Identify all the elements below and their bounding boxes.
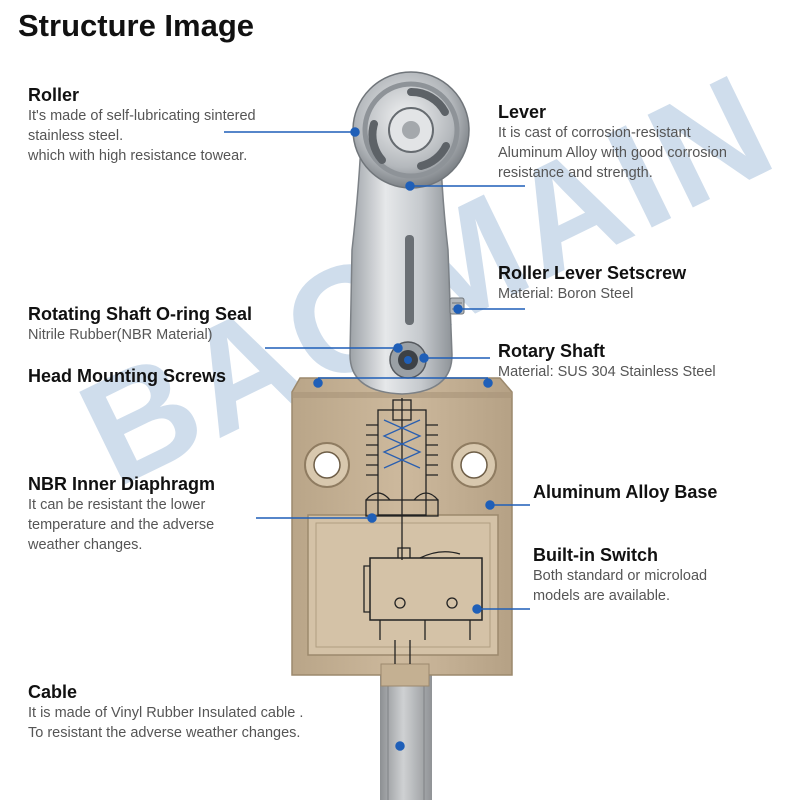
callout-description: Both standard or microload models are av… xyxy=(533,568,708,604)
callout-description: It is made of Vinyl Rubber Insulated cab… xyxy=(28,705,304,741)
callout-nbr-diaphragm: NBR Inner Diaphragm It can be resistant … xyxy=(28,473,288,555)
callout-roller: Roller It's made of self-lubricating sin… xyxy=(28,84,328,166)
callout-heading: NBR Inner Diaphragm xyxy=(28,474,216,494)
callout-built-in-switch: Built-in Switch Both standard or microlo… xyxy=(533,544,793,606)
callout-cable: Cable It is made of Vinyl Rubber Insulat… xyxy=(28,681,368,743)
callout-description: It is cast of corrosion-resistant Alumin… xyxy=(498,125,727,181)
callout-rotary-shaft: Rotary Shaft Material: SUS 304 Stainless… xyxy=(498,340,793,382)
leader-lines xyxy=(224,127,530,751)
roller xyxy=(352,71,470,189)
callout-heading: Roller Lever Setscrew xyxy=(498,263,687,283)
callout-setscrew: Roller Lever Setscrew Material: Boron St… xyxy=(498,262,793,304)
callout-heading: Head Mounting Screws xyxy=(28,366,227,386)
callout-lever: Lever It is cast of corrosion-resistant … xyxy=(498,101,788,183)
internal-schematic xyxy=(363,398,483,664)
callout-heading: Built-in Switch xyxy=(533,545,658,565)
callout-heading: Rotary Shaft xyxy=(498,341,606,361)
page-title: Structure Image xyxy=(18,8,255,43)
lever xyxy=(349,119,465,395)
cable xyxy=(380,672,432,800)
callout-heading: Rotating Shaft O-ring Seal xyxy=(28,304,253,324)
callout-description: Nitrile Rubber(NBR Material) xyxy=(28,327,213,343)
callout-heading: Aluminum Alloy Base xyxy=(533,482,718,502)
callout-description: It can be resistant the lower temperatur… xyxy=(28,497,215,553)
callout-heading: Cable xyxy=(28,682,78,702)
callout-heading: Roller xyxy=(28,85,80,105)
callout-head-mounting-screws: Head Mounting Screws xyxy=(28,365,328,387)
callout-description: It's made of self-lubricating sintered s… xyxy=(28,108,256,164)
callout-description: Material: Boron Steel xyxy=(498,286,634,302)
callout-aluminum-base: Aluminum Alloy Base xyxy=(533,481,793,503)
callout-heading: Lever xyxy=(498,102,547,122)
callout-oring-seal: Rotating Shaft O-ring Seal Nitrile Rubbe… xyxy=(28,303,328,345)
callout-description: Material: SUS 304 Stainless Steel xyxy=(498,364,716,380)
